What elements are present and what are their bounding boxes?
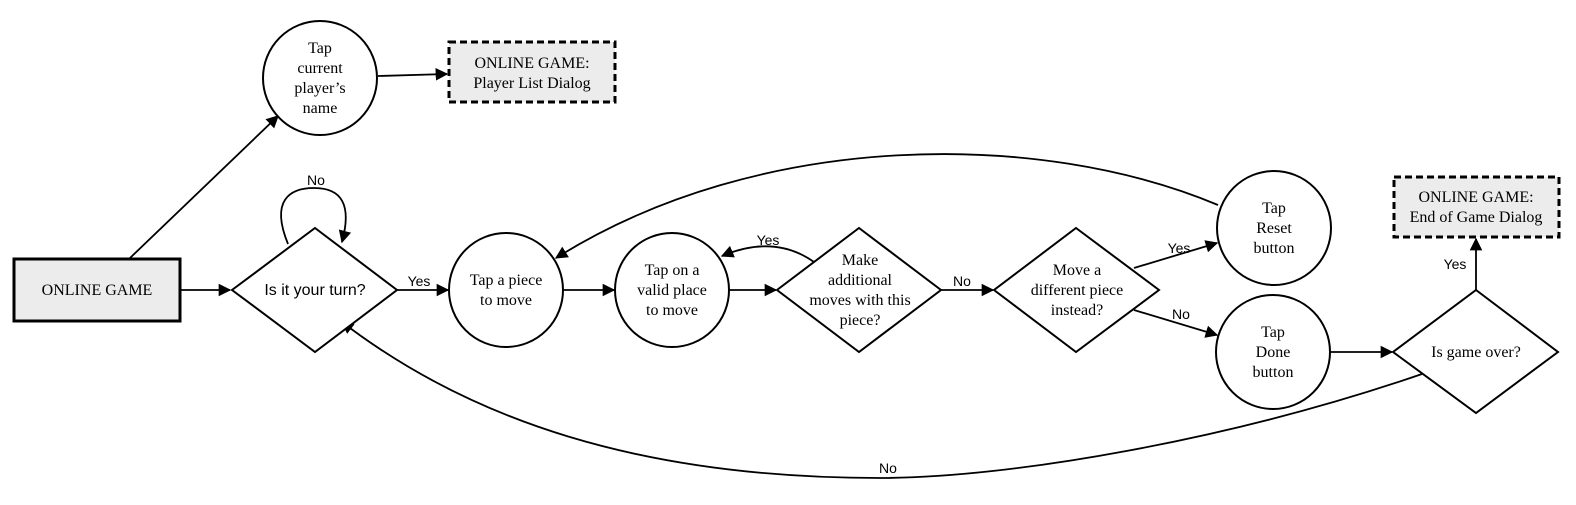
node-label-line: Tap (1261, 324, 1285, 341)
node-label-line: name (303, 100, 338, 117)
node-label-line: Is game over? (1431, 344, 1521, 361)
node-label-line: ONLINE GAME: (474, 55, 589, 72)
edge-label-game-over-no: No (879, 460, 897, 476)
node-label-line: Make (842, 252, 878, 269)
node-label-line: Move a (1053, 262, 1101, 279)
node-move-different: Move a different piece instead? (992, 226, 1161, 354)
edge-additional-yes (720, 245, 815, 263)
edges (129, 68, 1483, 479)
edge-tap-name-to-player-list (377, 68, 449, 81)
node-is-your-turn: Is it your turn? (230, 226, 399, 354)
node-label-line: Reset (1256, 220, 1292, 237)
node-tap-valid-place: Tap on a valid place to move (614, 232, 730, 348)
node-move-different-label: Move a different piece instead? (1031, 262, 1124, 319)
node-label-line: Tap a piece (470, 272, 543, 289)
edge-label-game-over-yes: Yes (1444, 256, 1467, 272)
node-label-line: ONLINE GAME (42, 282, 153, 299)
node-additional-moves: Make additional moves with this piece? (775, 226, 943, 354)
node-label-line: to move (646, 302, 698, 319)
node-tap-piece: Tap a piece to move (448, 232, 564, 348)
node-label-line: button (1253, 364, 1294, 381)
node-label-line: Tap (308, 40, 332, 57)
edge-label-additional-yes: Yes (757, 232, 780, 248)
node-tap-piece-label: Tap a piece to move (470, 272, 543, 309)
node-tap-player-name-label: Tap current player’s name (294, 40, 345, 117)
node-player-list-dialog-label: ONLINE GAME: Player List Dialog (473, 55, 590, 92)
edge-labels: No Yes Yes No Yes No Yes No (307, 172, 1466, 476)
edge-online-game-to-tap-name (129, 115, 279, 259)
node-end-game-dialog: ONLINE GAME: End of Game Dialog (1392, 175, 1561, 239)
node-game-over: Is game over? (1391, 288, 1560, 415)
node-end-game-dialog-label: ONLINE GAME: End of Game Dialog (1410, 189, 1543, 226)
edge-label-different-yes: Yes (1168, 240, 1191, 256)
edge-label-additional-no: No (953, 273, 971, 289)
node-label-line: additional (828, 272, 893, 289)
node-label-line: End of Game Dialog (1410, 209, 1543, 226)
node-label-line: Player List Dialog (473, 75, 590, 92)
edge-turn-no-loop (280, 187, 352, 245)
node-tap-player-name: Tap current player’s name (262, 20, 378, 136)
edge-label-different-no: No (1172, 306, 1190, 322)
node-player-list-dialog: ONLINE GAME: Player List Dialog (447, 40, 617, 104)
node-label-line: piece? (840, 312, 881, 329)
node-label-line: instead? (1051, 302, 1103, 319)
node-label-line: player’s (294, 80, 345, 97)
node-label-line: to move (480, 292, 532, 309)
edge-different-no (1133, 309, 1219, 338)
edge-game-over-no (340, 321, 1423, 479)
node-online-game-label: ONLINE GAME (42, 282, 153, 299)
node-label-line: different piece (1031, 282, 1124, 299)
node-label-line: current (297, 60, 343, 77)
node-label-line: ONLINE GAME: (1418, 189, 1533, 206)
node-label-line: Is it your turn? (264, 282, 365, 299)
node-label-line: button (1254, 240, 1295, 257)
node-label-line: Done (1256, 344, 1291, 361)
node-label-line: moves with this (809, 292, 910, 309)
node-tap-valid-place-label: Tap on a valid place to move (637, 262, 707, 319)
edge-reset-to-piece (554, 153, 1219, 259)
node-game-over-label: Is game over? (1431, 344, 1521, 361)
node-online-game: ONLINE GAME (12, 257, 182, 323)
node-label-line: Tap (1262, 200, 1286, 217)
edge-different-yes (1133, 240, 1219, 269)
node-label-line: Tap on a (645, 262, 700, 279)
node-label-line: valid place (637, 282, 707, 299)
node-additional-moves-label: Make additional moves with this piece? (809, 252, 910, 329)
node-is-your-turn-label: Is it your turn? (264, 282, 365, 299)
edge-label-turn-no: No (307, 172, 325, 188)
edge-label-turn-yes: Yes (408, 273, 431, 289)
